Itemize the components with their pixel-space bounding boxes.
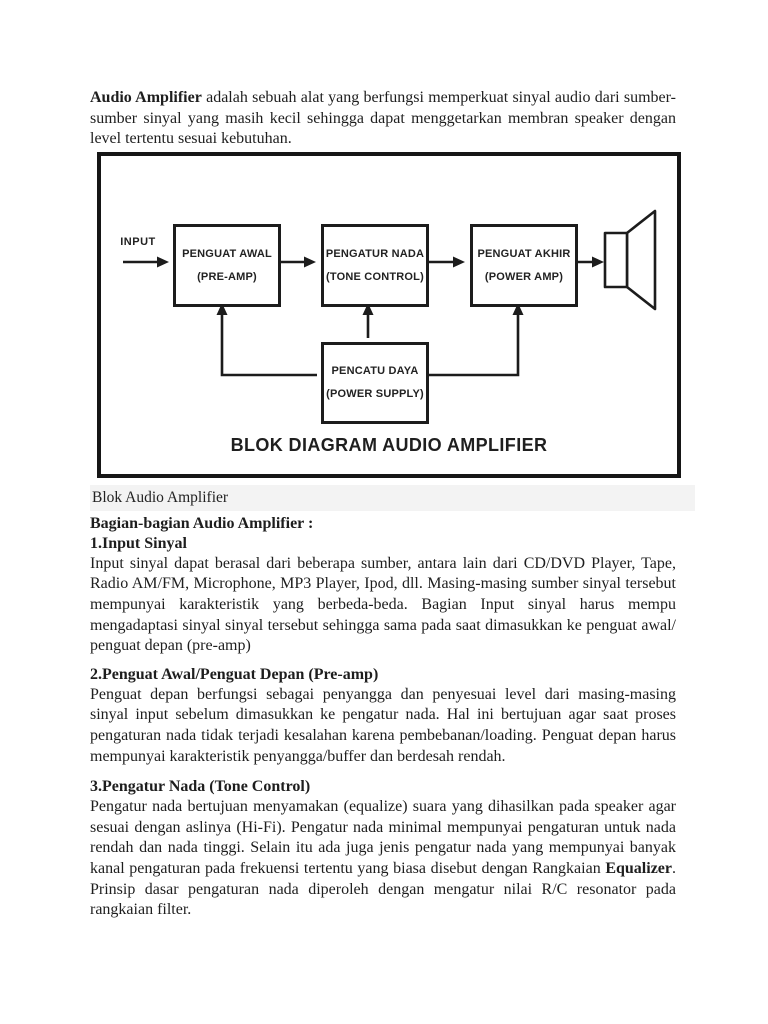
arrow-right-icon	[157, 256, 169, 268]
figure-caption-band: Blok Audio Amplifier	[90, 484, 695, 511]
section-title-pengatur-nada: 3.Pengatur Nada (Tone Control)	[90, 778, 311, 796]
block-label-line1: PENGATUR NADA	[325, 247, 425, 260]
body-after-bold: . Prinsip dasar pengaturan nada diperole…	[90, 859, 676, 919]
block-label-line1: PENGUAT AWAL	[182, 247, 272, 260]
arrow-right-icon	[453, 256, 465, 268]
signal-path-lines	[123, 260, 595, 377]
speaker-icon	[603, 209, 657, 311]
diagram-wires	[123, 209, 657, 377]
input-signal-label: INPUT	[120, 235, 156, 248]
section-title-penguat-awal: 2.Penguat Awal/Penguat Depan (Pre-amp)	[90, 665, 379, 683]
block-power-amp: PENGUAT AKHIR (POWER AMP)	[470, 223, 578, 307]
block-diagram-figure: INPUT PENGUAT AWAL (PRE-AMP) PENGATUR NA…	[97, 151, 681, 478]
intro-rest: adalah sebuah alat yang berfungsi memper…	[90, 89, 676, 148]
arrow-up-icon	[512, 302, 524, 315]
diagram-title: BLOK DIAGRAM AUDIO AMPLIFIER	[230, 434, 548, 455]
section-list-heading: Bagian-bagian Audio Amplifier :	[90, 514, 314, 532]
block-label-line2: (POWER SUPPLY)	[326, 388, 424, 401]
arrow-up-icon	[362, 302, 374, 315]
intro-bold-lead: Audio Amplifier	[90, 89, 202, 106]
block-pre-amp: PENGUAT AWAL (PRE-AMP)	[173, 223, 281, 307]
block-power-supply: PENCATU DAYA (POWER SUPPLY)	[321, 341, 429, 424]
block-tone-control: PENGATUR NADA (TONE CONTROL)	[321, 223, 429, 307]
arrow-up-icon	[216, 302, 228, 315]
arrowheads	[157, 256, 604, 315]
body-bold-word: Equalizer	[605, 859, 672, 877]
section-body-penguat-awal: Penguat depan berfungsi sebagai penyangg…	[90, 685, 676, 765]
section-body-input-sinyal: Input sinyal dapat berasal dari beberapa…	[90, 554, 676, 655]
section-body-pengatur-nada: Pengatur nada bertujuan menyamakan (equa…	[90, 797, 676, 921]
figure-caption: Blok Audio Amplifier	[92, 488, 229, 506]
block-label-line2: (POWER AMP)	[484, 270, 564, 283]
arrow-right-icon	[592, 256, 604, 268]
intro-paragraph: Audio Amplifier adalah sebuah alat yang …	[90, 88, 676, 150]
block-label-line1: PENGUAT AKHIR	[477, 247, 571, 260]
block-label-line2: (PRE-AMP)	[197, 270, 257, 283]
arrow-right-icon	[304, 256, 316, 268]
section-title-input-sinyal: 1.Input Sinyal	[90, 534, 187, 552]
body-before-bold: Pengatur nada bertujuan menyamakan (equa…	[90, 798, 676, 877]
block-label-line2: (TONE CONTROL)	[326, 270, 424, 283]
block-label-line1: PENCATU DAYA	[331, 365, 419, 378]
